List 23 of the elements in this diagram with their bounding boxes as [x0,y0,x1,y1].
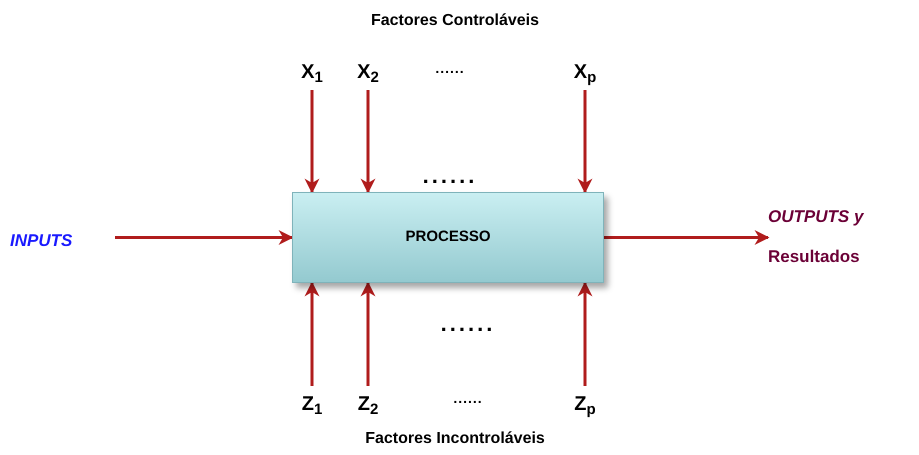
group-heading: Factores Incontroláveis [364,429,546,449]
arrow [578,282,592,386]
output-label: OUTPUTS y Resultados [768,198,918,276]
arrow [304,90,320,194]
arrow [360,282,376,386]
factor-label: X$_{p}$ [569,54,601,90]
input-label: INPUTS [10,226,115,256]
arrow [360,90,376,194]
arrow [304,282,320,386]
factor-label: X$_{2}$ [352,54,384,90]
factor-label: Z$_{2}$ [352,386,384,422]
ellipsis-dots: ...... [452,388,484,408]
ellipsis-dots: ...... [422,162,478,188]
group-heading: Factores Controláveis [370,11,540,31]
factor-label: X$_{1}$ [296,54,328,90]
ellipsis-dots: ...... [440,310,496,336]
arrow [604,230,770,245]
ellipsis-dots: ...... [434,58,466,78]
process-box: PROCESSO [292,192,604,283]
factor-label: Z$_{p}$ [569,386,601,422]
arrow [115,230,294,245]
arrow [578,90,592,194]
factor-label: Z$_{1}$ [296,386,328,422]
